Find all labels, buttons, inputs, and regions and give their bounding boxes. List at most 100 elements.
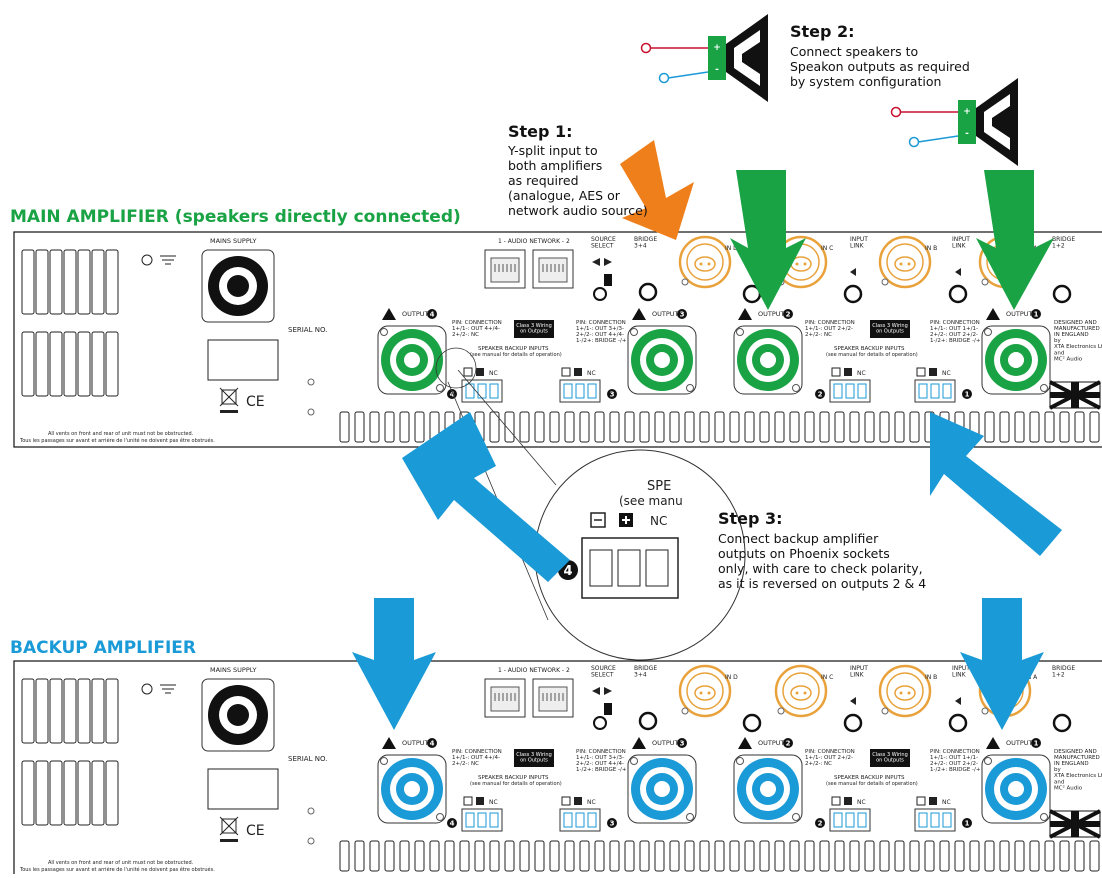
network-port bbox=[532, 249, 574, 289]
xlr-pin bbox=[899, 691, 903, 695]
socket-number: 3 bbox=[610, 391, 615, 399]
designed-in-england-text-line: DESIGNED AND bbox=[1054, 320, 1097, 326]
minus-box bbox=[463, 796, 473, 806]
step1-line: as required bbox=[508, 173, 579, 188]
vent-slot bbox=[669, 411, 680, 443]
vent-slot bbox=[969, 840, 980, 872]
vent-slot bbox=[49, 331, 63, 397]
nc-label: NC bbox=[857, 370, 866, 377]
xlr-pin bbox=[803, 262, 807, 266]
input-link-label-line: LINK bbox=[952, 672, 967, 679]
plus-box bbox=[929, 368, 937, 376]
output-label-line: OUTPUT bbox=[402, 739, 429, 747]
socket-number-badge bbox=[607, 818, 617, 828]
vent-slot bbox=[894, 840, 905, 872]
vent-slot bbox=[699, 411, 710, 443]
blue-wire bbox=[917, 135, 959, 143]
designed-in-england-text-line: MC² Audio bbox=[1054, 784, 1083, 791]
xlr-pin bbox=[795, 262, 799, 266]
class3-badge-text-line: Class 3 Wiring bbox=[872, 752, 908, 758]
audio-network-label: 1 - AUDIO NETWORK - 2 bbox=[498, 238, 570, 245]
xlr-body bbox=[886, 243, 924, 281]
bridge-switch bbox=[638, 282, 658, 302]
zoom-label: SPE bbox=[647, 479, 671, 494]
screw-icon bbox=[436, 384, 444, 392]
vent-slot bbox=[354, 411, 365, 443]
zoom-sub-label-line: (see manu bbox=[619, 494, 683, 508]
output-label-line: OUTPUT bbox=[402, 310, 429, 318]
vent-slot bbox=[1059, 411, 1070, 443]
output-number-badge bbox=[677, 738, 687, 748]
screw-icon bbox=[984, 757, 992, 765]
speaker-cone-icon bbox=[992, 106, 1010, 138]
vent-slot bbox=[1014, 411, 1025, 443]
zoom-nc-label: NC bbox=[650, 514, 667, 528]
plus-label: + bbox=[713, 43, 721, 53]
designed-in-england-text-line: and bbox=[1054, 350, 1064, 356]
phoenix-terminal bbox=[563, 383, 573, 399]
vent-slot bbox=[879, 411, 890, 443]
vent-slot bbox=[819, 411, 830, 443]
class3-badge-text-line: Class 3 Wiring bbox=[516, 323, 552, 329]
vent-slot bbox=[91, 678, 105, 744]
vent-slot bbox=[594, 411, 605, 443]
nc-label-line: NC bbox=[587, 370, 596, 377]
arrow-left-icon bbox=[850, 697, 856, 705]
vent-slot bbox=[459, 840, 470, 872]
vent-slot bbox=[654, 411, 665, 443]
vent-slot bbox=[564, 840, 575, 872]
screw-icon bbox=[1040, 384, 1048, 392]
vent-slot bbox=[564, 411, 575, 443]
step3-line: Connect backup amplifier bbox=[718, 531, 879, 546]
source-select-label-line: SOURCE bbox=[591, 665, 616, 672]
xlr-input: IN C bbox=[774, 664, 833, 718]
label-panel bbox=[207, 339, 279, 381]
pin-connection-label-line: 1-/2+: BRIDGE -/+ bbox=[576, 767, 627, 773]
bridge-switch bbox=[948, 284, 968, 304]
vent-slot bbox=[774, 840, 785, 872]
socket-number: 4 bbox=[450, 391, 455, 399]
class3-badge-text-line: on Outputs bbox=[876, 329, 904, 335]
output-number: 3 bbox=[680, 311, 685, 319]
vent-slot bbox=[384, 840, 395, 872]
vent-slot bbox=[354, 840, 365, 872]
mains-supply-label: MAINS SUPPLY bbox=[210, 237, 257, 245]
vents-note-fr: Tous les passages sur avant et arrière d… bbox=[19, 866, 215, 873]
output-label: OUTPUT bbox=[652, 310, 679, 318]
bridge-switch bbox=[638, 711, 658, 731]
step3-annotation: Step 3: Connect backup amplifier outputs… bbox=[718, 509, 968, 591]
source-select-label-line: SOURCE bbox=[591, 236, 616, 243]
step2-title: Step 2: bbox=[790, 22, 855, 41]
vent-slot bbox=[1044, 411, 1055, 443]
backup-amplifier-title: BACKUP AMPLIFIER bbox=[10, 638, 196, 658]
xlr-label-line: IN A bbox=[1025, 674, 1038, 681]
backup-inputs-label-line: SPEAKER BACKUP INPUTS bbox=[834, 775, 905, 781]
output-label: OUTPUT bbox=[1006, 310, 1033, 318]
socket-number-badge bbox=[962, 389, 972, 399]
xlr-label-line: IN C bbox=[821, 245, 833, 252]
screw-icon bbox=[686, 384, 694, 392]
output-label: OUTPUT bbox=[1006, 739, 1033, 747]
vent-slot bbox=[369, 840, 380, 872]
vent-slot bbox=[954, 840, 965, 872]
audio-network-label: 1 - AUDIO NETWORK - 2 bbox=[498, 667, 570, 674]
phoenix-socket: NC4 bbox=[447, 796, 503, 832]
vents-note-fr-line: Tous les passages sur avant et arrière d… bbox=[19, 437, 215, 444]
step2-line: by system configuration bbox=[790, 74, 942, 89]
vent-slot bbox=[414, 840, 425, 872]
vent-slot bbox=[91, 760, 105, 826]
designed-in-england-text-line: and bbox=[1054, 779, 1064, 785]
backup-inputs-label: SPEAKER BACKUP INPUTS bbox=[478, 775, 549, 781]
screw-icon bbox=[681, 278, 689, 286]
pin-connection-label-line: 1+/1-: OUT 4+/4- bbox=[452, 755, 500, 761]
nc-label-line: NC bbox=[857, 370, 866, 377]
backup-inputs-label-line: SPEAKER BACKUP INPUTS bbox=[834, 346, 905, 352]
socket-number: 4 bbox=[450, 820, 455, 828]
